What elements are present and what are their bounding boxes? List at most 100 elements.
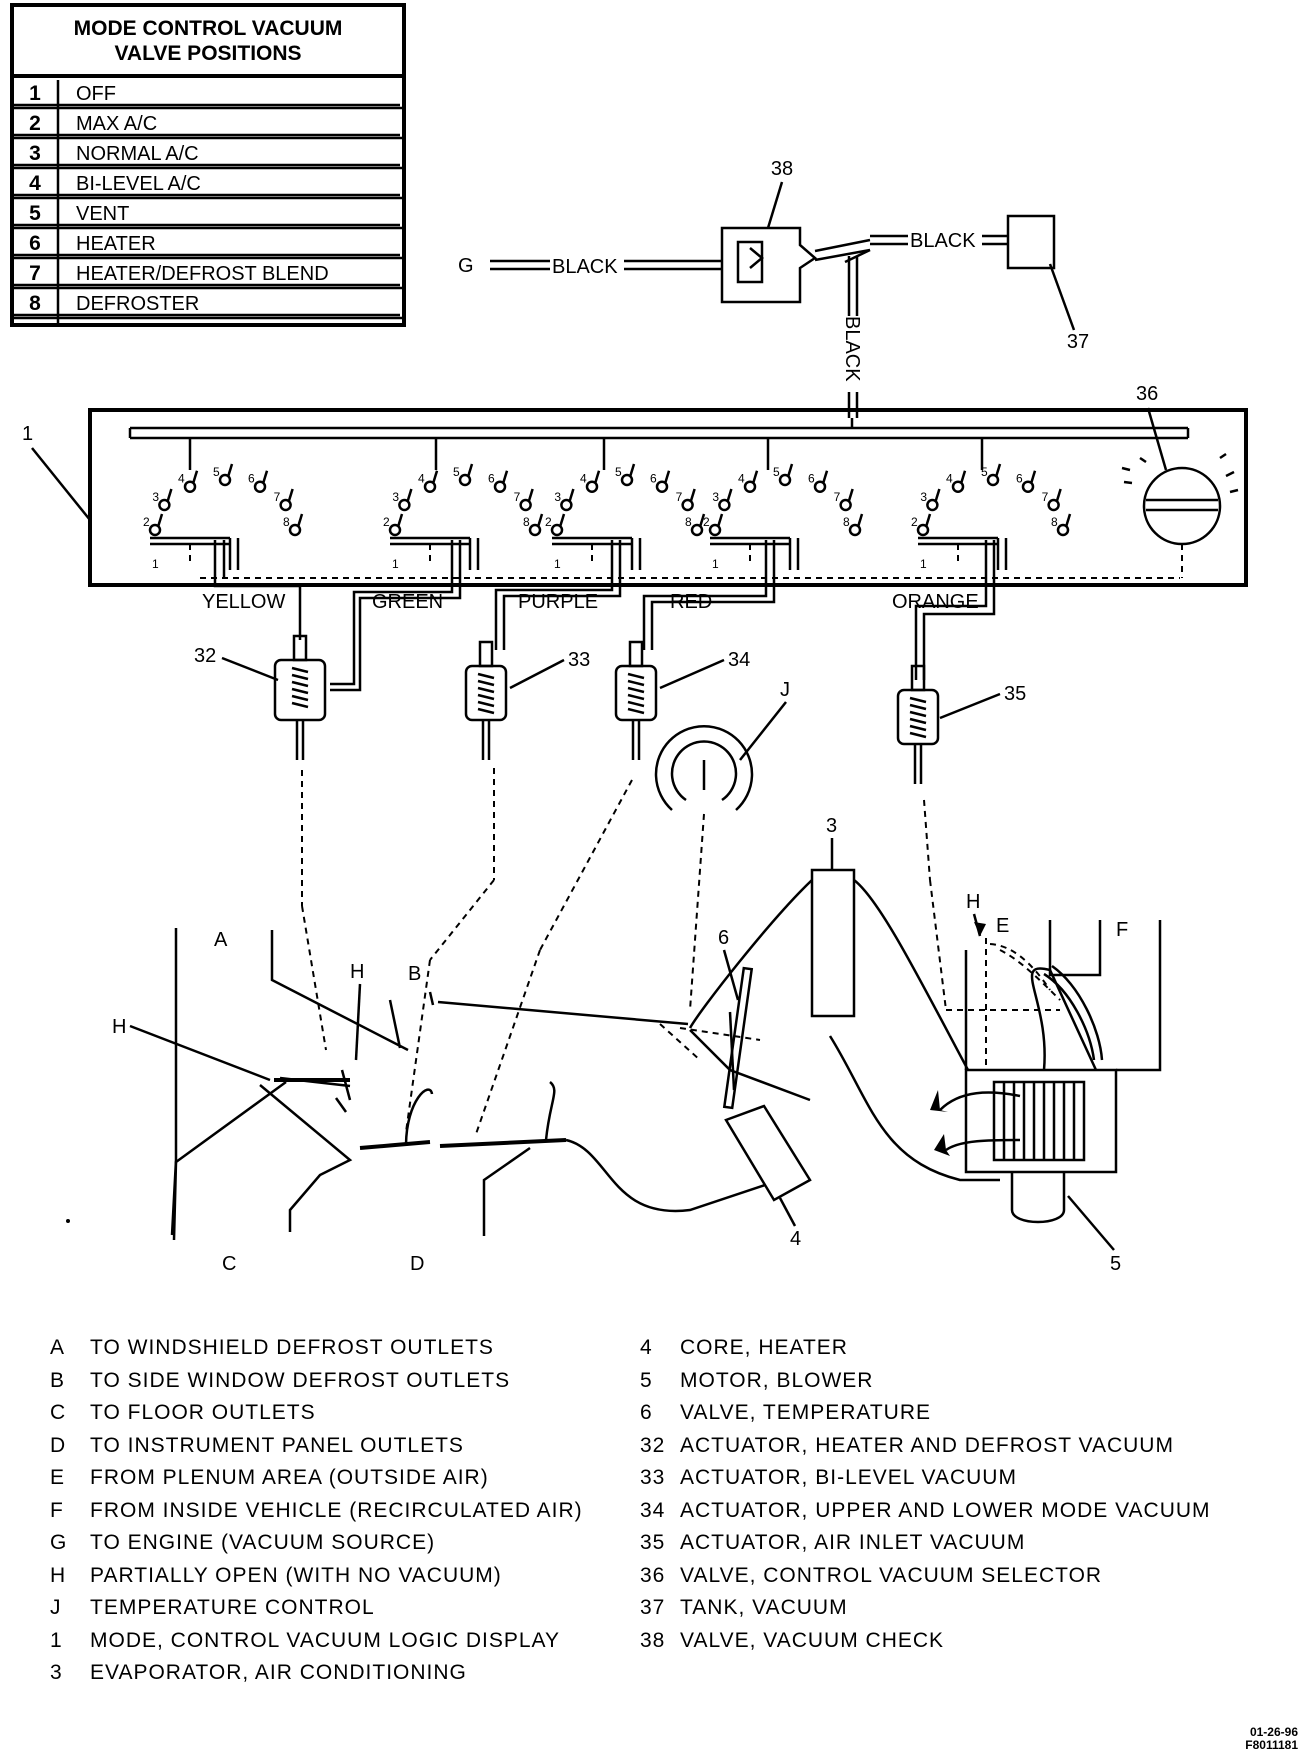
- table-row-label: HEATER/DEFROST BLEND: [76, 263, 329, 285]
- table-row-number: 8: [29, 292, 41, 315]
- legend-key: 5: [640, 1368, 653, 1392]
- svg-text:8: 8: [843, 515, 850, 529]
- legend-text: ACTUATOR, HEATER AND DEFROST VACUUM: [680, 1433, 1174, 1457]
- table-row-number: 6: [29, 232, 41, 255]
- legend-key: 32: [640, 1433, 666, 1457]
- figure-date: 01-26-96: [1249, 1725, 1298, 1739]
- svg-text:8: 8: [1051, 515, 1058, 529]
- table-title-line2: VALVE POSITIONS: [114, 42, 301, 65]
- svg-text:4: 4: [178, 472, 185, 486]
- label-g: G: [458, 255, 474, 277]
- table-row-number: 5: [29, 202, 41, 225]
- duct-callouts: A B C D H H: [112, 929, 424, 1275]
- temperature-control-j: J: [654, 679, 790, 811]
- duct-system: 6 3 4 5 E F H: [170, 815, 1162, 1275]
- svg-text:6: 6: [650, 472, 657, 486]
- svg-text:4: 4: [946, 472, 953, 486]
- legend-text: TO FLOOR OUTLETS: [90, 1401, 316, 1424]
- legend-key: D: [50, 1433, 67, 1457]
- svg-text:8: 8: [283, 515, 290, 529]
- legend-key: 1: [50, 1628, 63, 1652]
- svg-text:3: 3: [152, 490, 159, 504]
- svg-text:1: 1: [554, 557, 561, 571]
- svg-text:2: 2: [545, 515, 552, 529]
- selector-valve-36: 36: [1121, 383, 1239, 578]
- svg-text:7: 7: [676, 490, 683, 504]
- table-title-line1: MODE CONTROL VACUUM: [74, 17, 343, 40]
- figure-id: 01-26-96 F8011181: [1245, 1726, 1298, 1752]
- actuator-callouts: 32 33 34 35: [194, 645, 1026, 720]
- hose-label-black-g: BLACK: [552, 256, 618, 278]
- svg-text:3: 3: [554, 490, 561, 504]
- legend-text: TO SIDE WINDOW DEFROST OUTLETS: [90, 1368, 511, 1392]
- svg-text:7: 7: [274, 490, 281, 504]
- svg-text:1: 1: [392, 557, 399, 571]
- svg-text:8: 8: [523, 515, 530, 529]
- legend-left: A TO WINDSHIELD DEFROST OUTLETS B TO SIDE W…: [50, 1336, 670, 1686]
- svg-text:4: 4: [418, 472, 425, 486]
- legend-key: 38: [640, 1628, 666, 1652]
- callout-34: 34: [728, 649, 750, 671]
- legend-text: VALVE, CONTROL VACUUM SELECTOR: [680, 1563, 1103, 1587]
- table-row-label: HEATER: [76, 233, 156, 255]
- legend-text: FROM PLENUM AREA (OUTSIDE AIR): [90, 1466, 489, 1489]
- legend-text: TEMPERATURE CONTROL: [90, 1596, 375, 1619]
- svg-text:2: 2: [911, 515, 918, 529]
- hose-label-green: GREEN: [372, 591, 443, 613]
- hose-label-black-tank: BLACK: [910, 230, 976, 252]
- callout-3: 3: [826, 815, 837, 837]
- actuator-linkages: [301, 768, 1060, 1135]
- legend-key: 34: [640, 1498, 666, 1522]
- legend-key: A: [50, 1336, 66, 1359]
- legend-text: TO WINDSHIELD DEFROST OUTLETS: [90, 1336, 494, 1359]
- actuators: [273, 634, 940, 784]
- black-hose-vertical: BLACK: [841, 248, 871, 418]
- legend-text: EVAPORATOR, AIR CONDITIONING: [90, 1661, 467, 1684]
- legend-text: FROM INSIDE VEHICLE (RECIRCULATED AIR): [90, 1498, 583, 1522]
- legend-text: TO INSTRUMENT PANEL OUTLETS: [90, 1433, 464, 1457]
- svg-text:3: 3: [392, 490, 399, 504]
- svg-text:3: 3: [920, 490, 927, 504]
- callout-d: D: [410, 1253, 424, 1275]
- legend-key: 4: [640, 1336, 653, 1359]
- svg-text:5: 5: [615, 465, 622, 479]
- callout-37: 37: [1067, 331, 1089, 353]
- table-row-label: MAX A/C: [76, 113, 157, 135]
- table-row-number: 7: [29, 262, 41, 285]
- legend-key: B: [50, 1368, 66, 1392]
- svg-text:6: 6: [1016, 472, 1023, 486]
- callout-32: 32: [194, 645, 216, 667]
- legend-key: J: [50, 1596, 62, 1619]
- callout-j: J: [780, 679, 790, 701]
- legend-text: CORE, HEATER: [680, 1336, 848, 1359]
- legend-key: 6: [640, 1401, 653, 1424]
- callout-35: 35: [1004, 683, 1026, 705]
- hose-color-labels: YELLOW GREEN PURPLE RED ORANGE: [202, 591, 979, 613]
- callout-c: C: [222, 1253, 236, 1275]
- legend-text: VALVE, VACUUM CHECK: [680, 1628, 945, 1652]
- callout-h1: H: [112, 1016, 126, 1038]
- hose-label-yellow: YELLOW: [202, 591, 285, 613]
- legend-key: 35: [640, 1531, 666, 1554]
- callout-38: 38: [771, 158, 793, 180]
- legend-key: H: [50, 1563, 67, 1587]
- svg-text:5: 5: [213, 465, 220, 479]
- svg-text:5: 5: [981, 465, 988, 479]
- table-row-label: DEFROSTER: [76, 293, 199, 315]
- check-valve-38: 38: [720, 158, 871, 304]
- svg-text:6: 6: [488, 472, 495, 486]
- svg-text:1: 1: [712, 557, 719, 571]
- svg-text:8: 8: [685, 515, 692, 529]
- actuator-hoses: [213, 540, 996, 692]
- hose-label-purple: PURPLE: [518, 591, 598, 613]
- table-row-number: 3: [29, 142, 41, 165]
- callout-5: 5: [1110, 1253, 1121, 1275]
- callout-h3: H: [966, 891, 980, 913]
- callout-b: B: [408, 963, 421, 985]
- svg-text:7: 7: [1042, 490, 1049, 504]
- callout-h2: H: [350, 961, 364, 983]
